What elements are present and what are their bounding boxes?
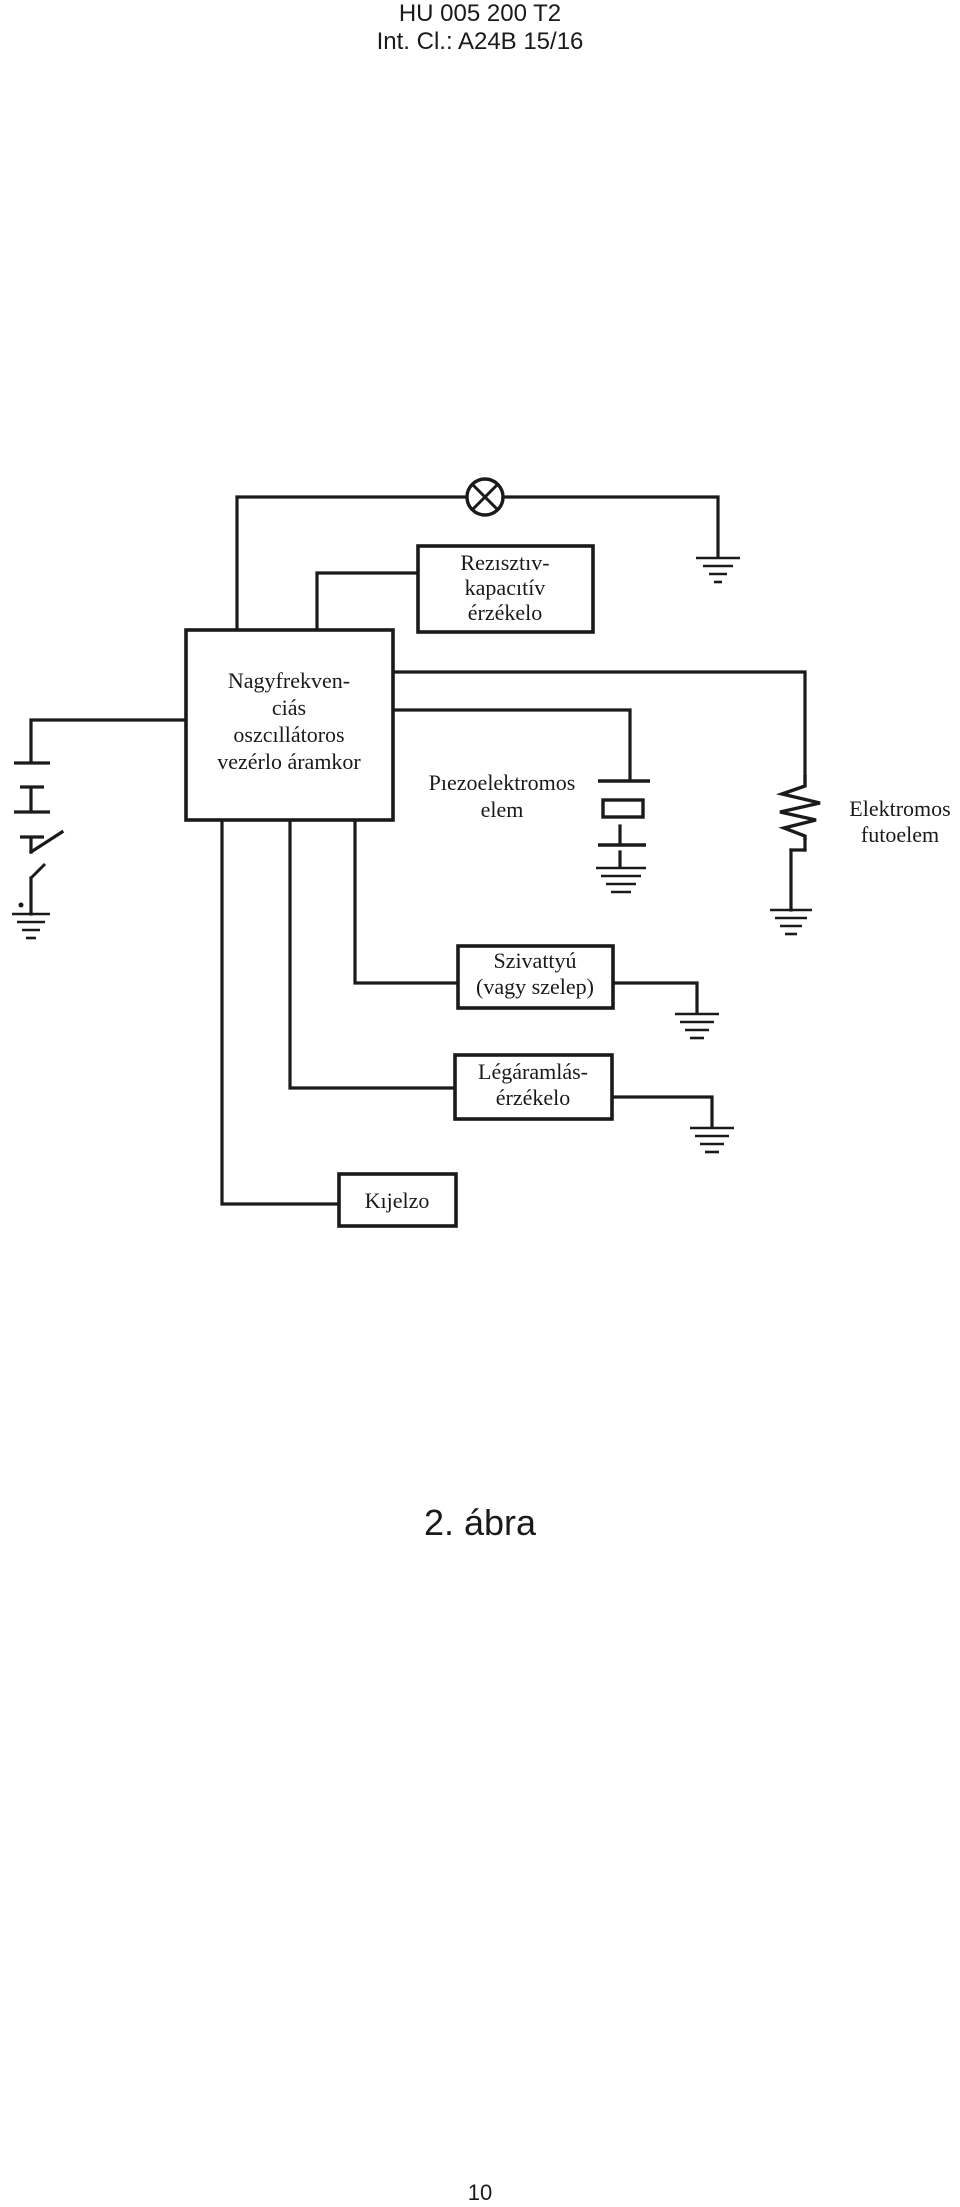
wire-airflow: [288, 818, 457, 1090]
switch-icon: [29, 862, 47, 880]
pump-label-line2: (vagy szelep): [476, 974, 594, 999]
page-header: HU 005 200 T2 Int. Cl.: A24B 15/16: [0, 0, 960, 56]
wires: [28, 495, 807, 1206]
wire-switch-blade: [28, 829, 65, 855]
ground-icon-lamp: [696, 556, 740, 584]
lamp-icon: [465, 477, 505, 517]
wire-pump-ground: [611, 981, 699, 1014]
airflow-sensor-label-line1: Légáramlás-: [478, 1059, 588, 1084]
resistive-sensor-label-line3: érzékelo: [468, 600, 543, 625]
ground-icon-battery: [12, 902, 50, 940]
wire-display: [220, 818, 341, 1206]
heater-label-line1: Elektromos: [849, 796, 950, 821]
wire-piezo: [391, 708, 632, 780]
resistive-sensor-box: [416, 544, 595, 634]
wire-lamp-loop: [235, 495, 469, 632]
heater-label-line2: futoelem: [861, 822, 939, 847]
controller-label: Nagyfrekven- ciás oszcıllátoros vezérlo …: [217, 668, 361, 774]
battery-icon: [14, 761, 50, 839]
wire-airflow-ground: [610, 1095, 714, 1128]
wire-pump: [353, 818, 460, 985]
ground-icon-airflow: [690, 1126, 734, 1154]
controller-label-line2: ciás: [272, 695, 306, 720]
piezo-element-icon: [598, 779, 650, 847]
classification: Int. Cl.: A24B 15/16: [376, 28, 584, 55]
controller-label-line3: oszcıllátoros: [233, 722, 344, 747]
piezo-label-line1: Pıezoelektromos: [429, 770, 576, 795]
ground-icon-pump: [675, 1012, 719, 1040]
wire-battery: [29, 718, 188, 762]
heater-resistor-icon: [775, 775, 821, 840]
wire-lamp-to-ground: [501, 495, 720, 558]
resistive-sensor-label-line1: Rezısztıv-: [460, 550, 549, 575]
display-label: Kıjelzo: [365, 1188, 430, 1213]
controller-box: [184, 628, 395, 822]
controller-label-line1: Nagyfrekven-: [228, 668, 350, 693]
piezo-label-line2: elem: [481, 797, 524, 822]
patent-number: HU 005 200 T2: [398, 0, 562, 27]
display-box: [337, 1172, 458, 1228]
display-label-text: Kıjelzo: [365, 1188, 430, 1213]
page-number: 10: [467, 2180, 493, 2205]
resistive-sensor-label: Rezısztıv- kapacıtív érzékelo: [460, 550, 549, 625]
pump-label: Szivattyú (vagy szelep): [476, 948, 594, 999]
resistive-sensor-label-line2: kapacıtív: [465, 575, 546, 600]
ground-icon-piezo: [596, 866, 646, 894]
wire-heater: [391, 670, 807, 777]
wire-resistive-sensor: [315, 571, 420, 632]
pump-label-line1: Szivattyú: [493, 948, 576, 973]
pump-box: [456, 944, 615, 1010]
airflow-sensor-label: Légáramlás- érzékelo: [478, 1059, 588, 1110]
piezo-label: Pıezoelektromos elem: [429, 770, 576, 822]
airflow-sensor-box: [453, 1053, 614, 1121]
ground-icon-heater: [770, 908, 812, 936]
controller-label-line4: vezérlo áramkor: [217, 749, 361, 774]
airflow-sensor-label-line2: érzékelo: [496, 1085, 571, 1110]
heater-label: Elektromos futoelem: [849, 796, 950, 847]
figure-caption: 2. ábra: [423, 1502, 537, 1543]
